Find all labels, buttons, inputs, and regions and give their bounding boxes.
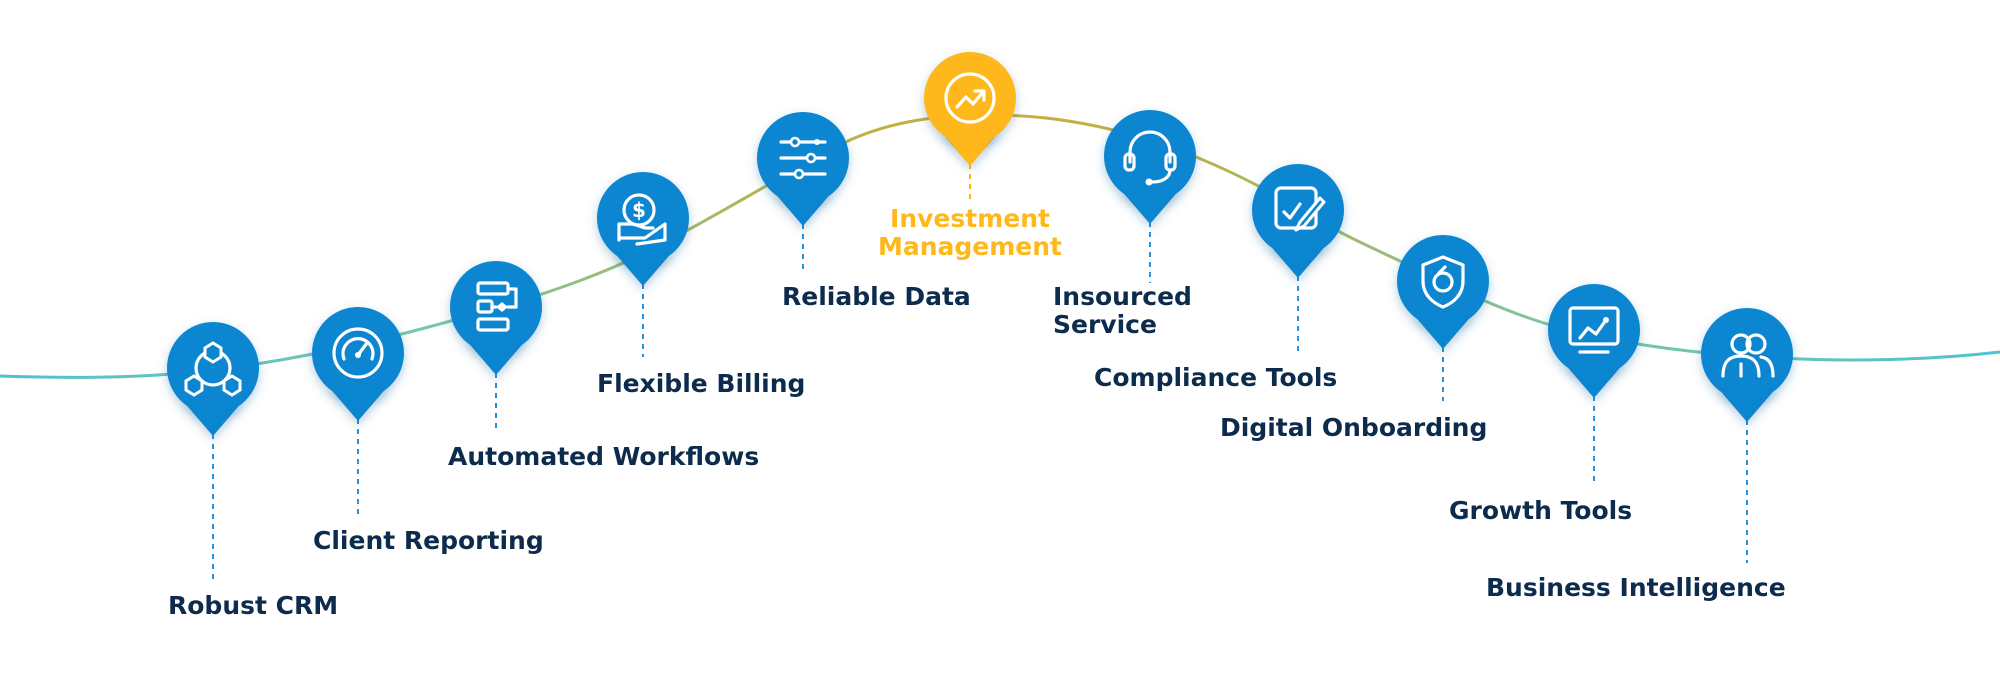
pin-head: [924, 52, 1016, 144]
pin-head: [1701, 308, 1793, 400]
feature-label: Digital Onboarding: [1220, 413, 1488, 442]
feature-pin: [1397, 235, 1489, 401]
pin-head: [1252, 164, 1344, 256]
feature-pin: [1701, 308, 1793, 563]
pin-tail-cover: [1122, 190, 1178, 222]
feature-pin: [1252, 164, 1344, 352]
pin-tail-cover: [775, 192, 831, 224]
feature-label: Robust CRM: [168, 591, 339, 620]
pin-head: [1548, 284, 1640, 376]
shield-icon: [1421, 255, 1465, 309]
feature-label: Growth Tools: [1449, 496, 1633, 525]
speedometer-icon: [332, 327, 384, 379]
pin-tail-cover: [1415, 315, 1471, 347]
pin-tail-cover: [615, 252, 671, 284]
pin-tail-cover: [185, 402, 241, 434]
feature-pin: $: [597, 172, 689, 357]
feature-pin: [450, 261, 542, 430]
feature-label: Flexible Billing: [597, 369, 806, 398]
chart-monitor-icon: [1568, 306, 1620, 354]
pin-tail-cover: [942, 132, 998, 164]
feature-label: Reliable Data: [782, 282, 971, 311]
pin-head: [1397, 235, 1489, 327]
trending-up-icon: [944, 72, 996, 124]
feature-pin: [1104, 110, 1196, 283]
feature-pin: [1548, 284, 1640, 485]
flowchart-icon: [476, 281, 518, 332]
feature-pin: [167, 322, 259, 582]
pin-head: [1104, 110, 1196, 202]
svg-text:$: $: [632, 198, 646, 222]
network-nodes-icon: [184, 341, 242, 397]
feature-pin: [757, 112, 849, 270]
feature-label: Business Intelligence: [1486, 573, 1786, 602]
feature-label: Compliance Tools: [1094, 363, 1338, 392]
pin-tail-cover: [468, 341, 524, 373]
feature-pin: [924, 52, 1016, 200]
checklist-edit-icon: [1274, 186, 1326, 232]
feature-label: Insourced Service: [1053, 282, 1192, 339]
feature-label: Client Reporting: [313, 526, 544, 555]
pin-head: [167, 322, 259, 414]
pin-tail-cover: [330, 387, 386, 419]
dollar-hand-icon: $: [617, 193, 667, 246]
pin-tail-cover: [1566, 364, 1622, 396]
feature-pin: [312, 307, 404, 515]
feature-label: Automated Workflows: [448, 442, 760, 471]
pin-tail-cover: [1270, 244, 1326, 276]
pin-tail-cover: [1719, 388, 1775, 420]
people-icon: [1721, 333, 1775, 378]
headset-icon: [1123, 130, 1177, 186]
feature-label: Investment Management: [877, 204, 1063, 261]
data-flow-icon: [779, 136, 827, 180]
